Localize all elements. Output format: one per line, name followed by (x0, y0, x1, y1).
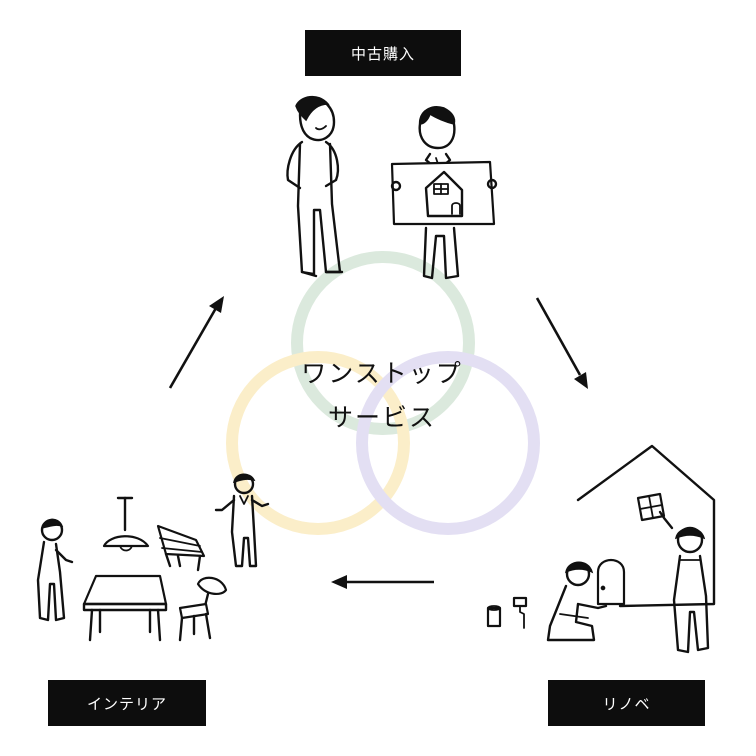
chair (178, 576, 228, 642)
ring-purple (356, 351, 540, 535)
arrow-renovation-to-interior (331, 575, 434, 589)
interior-person-left (36, 518, 74, 622)
dining-table (82, 574, 168, 642)
renovation-illustration (486, 444, 716, 654)
interior-person-right (214, 473, 270, 568)
purchase-illustration (286, 95, 498, 280)
step-label-renovation: リノベ (548, 680, 705, 726)
interior-illustration (36, 473, 270, 642)
arched-door (596, 558, 626, 606)
arrow-interior-to-purchase (168, 296, 224, 389)
arrow-purchase-to-renovation (535, 297, 588, 389)
house-outline (576, 444, 716, 608)
pendant-lamp (102, 496, 150, 552)
worker-kneeling (546, 561, 608, 642)
ring-green (291, 251, 475, 435)
house-picture-board (390, 160, 498, 226)
step-label-purchase: 中古購入 (305, 30, 461, 76)
center-title-line1: ワンストップ (301, 359, 463, 388)
ring-yellow (226, 351, 410, 535)
customer-figure (286, 95, 344, 278)
worker-standing (658, 510, 710, 654)
paint-roller (512, 596, 528, 629)
step-label-interior: インテリア (48, 680, 206, 726)
window-frame (636, 492, 666, 522)
sideboard (156, 524, 206, 572)
paint-can (486, 605, 502, 628)
center-title-line2: サービス (327, 403, 436, 432)
